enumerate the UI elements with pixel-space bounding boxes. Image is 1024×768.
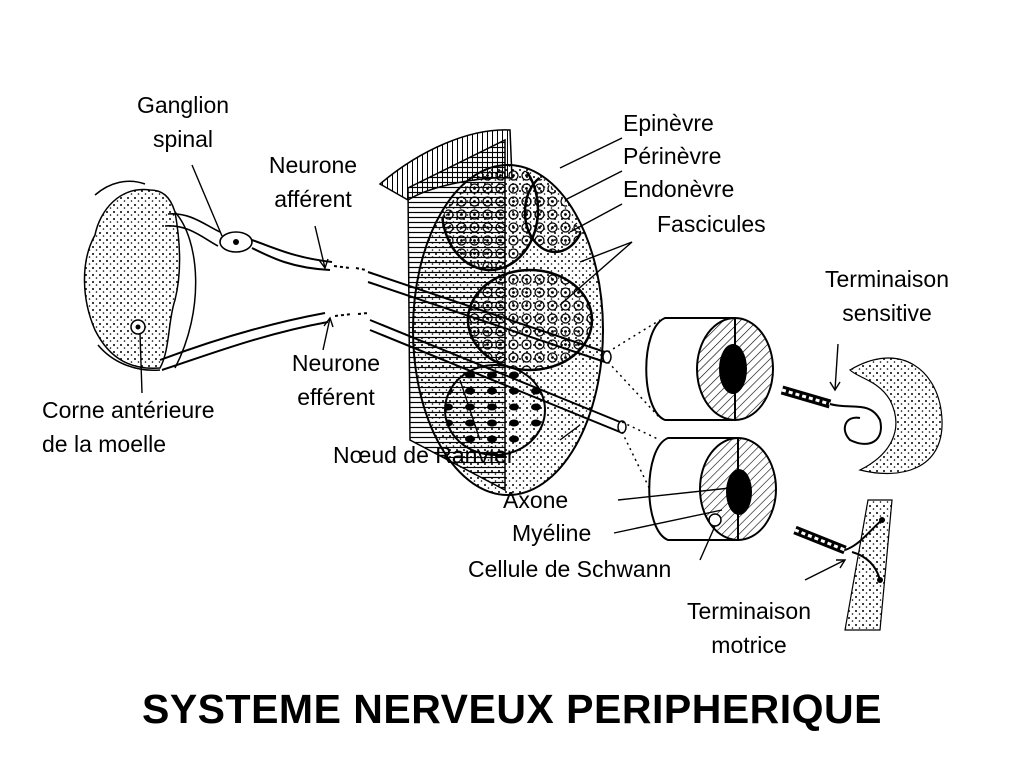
label-ganglion-spinal: Ganglion spinal <box>136 92 230 152</box>
label-epinevre: Epinèvre <box>623 110 714 136</box>
afferent-fiber <box>251 239 367 271</box>
spinal-cord-section <box>83 180 197 371</box>
spinal-ganglion <box>164 213 253 253</box>
label-noeud-ranvier: Nœud de Ranvier <box>333 442 515 468</box>
leader-lines <box>139 137 847 581</box>
label-neurone-afferent: Neurone afférent <box>268 152 358 212</box>
label-neurone-efferent: Neurone efférent <box>291 350 381 410</box>
label-corne-anterieure: Corne antérieure de la moelle <box>42 397 215 457</box>
myelinated-fiber-lower <box>648 437 777 541</box>
motor-ending <box>793 499 893 631</box>
axon-bundle <box>367 271 627 434</box>
myelinated-fiber-upper <box>645 317 774 421</box>
label-terminaison-motrice: Terminaison motrice <box>687 598 811 658</box>
label-fascicules: Fascicules <box>657 211 766 237</box>
label-terminaison-sensitive: Terminaison sensitive <box>825 266 949 326</box>
label-cellule-schwann: Cellule de Schwann <box>468 556 672 582</box>
label-endonevre: Endonèvre <box>623 176 735 202</box>
page-title: SYSTEME NERVEUX PERIPHERIQUE <box>141 686 883 732</box>
label-myeline: Myéline <box>512 520 592 546</box>
label-axone: Axone <box>503 487 569 513</box>
sensory-ending <box>780 357 943 475</box>
efferent-fiber <box>159 312 369 371</box>
label-perinevre: Périnèvre <box>623 143 722 169</box>
